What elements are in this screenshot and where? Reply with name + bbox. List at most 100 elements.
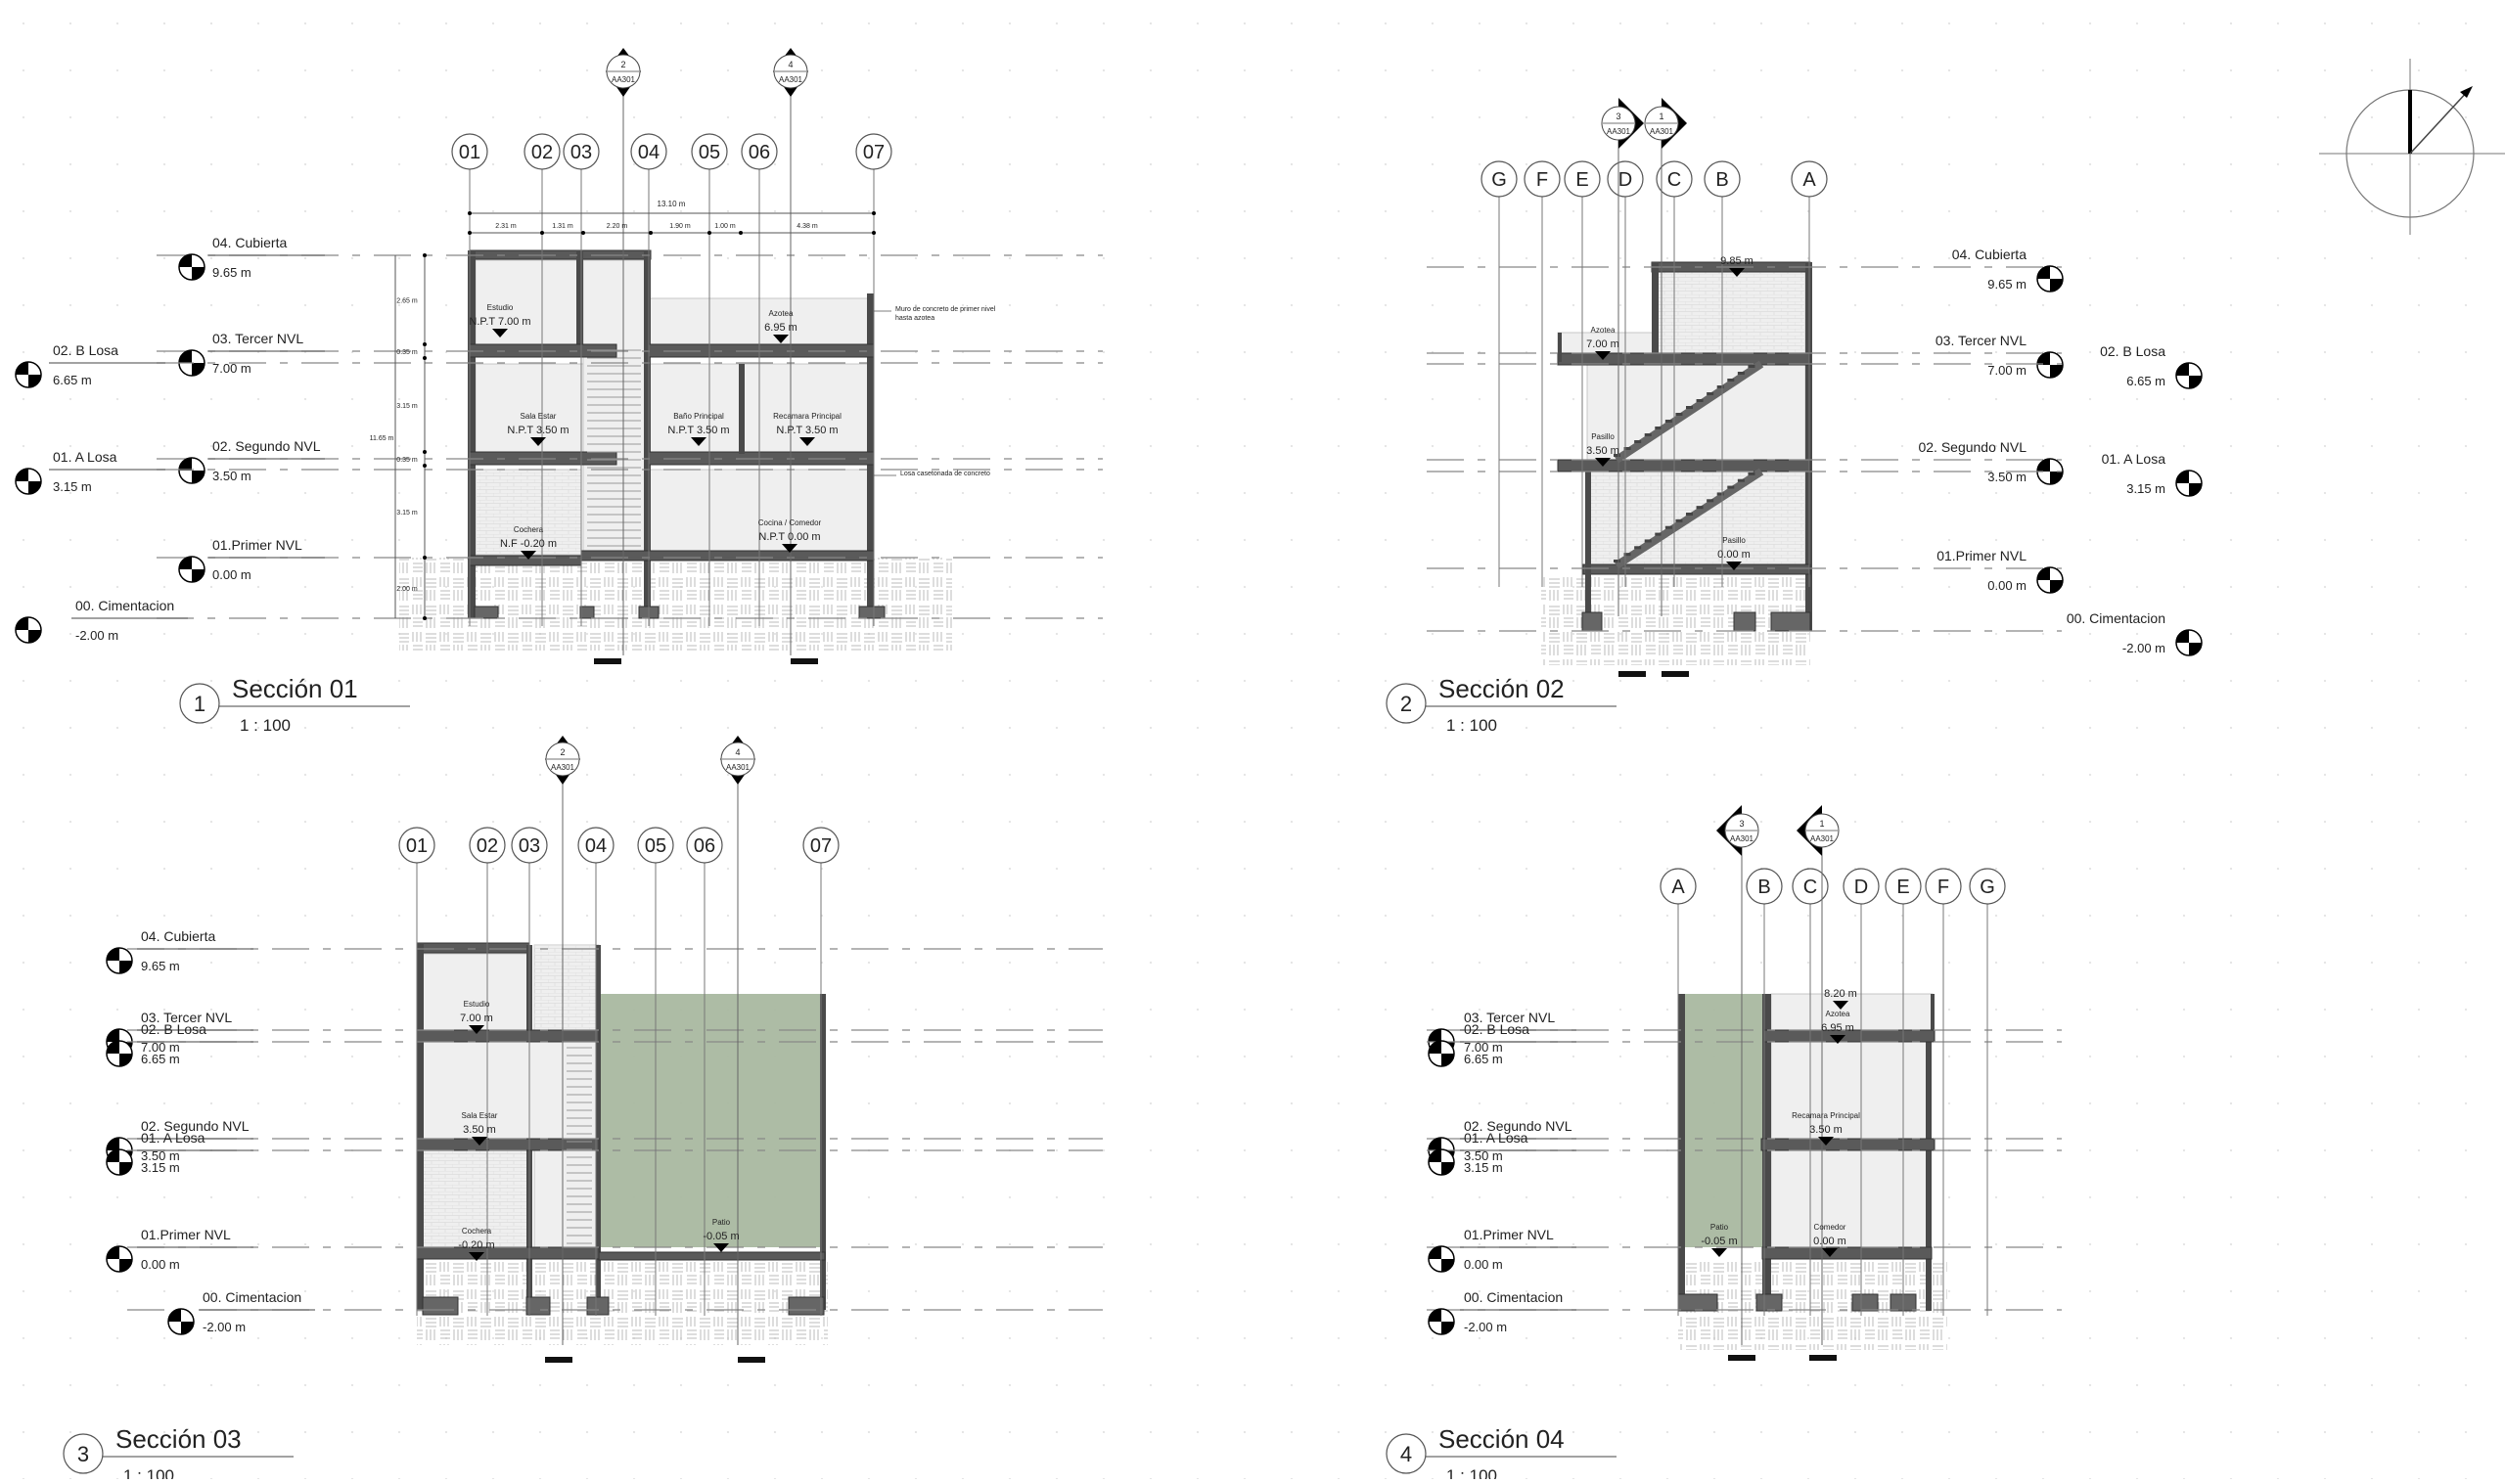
grid-bubble	[1607, 160, 1644, 198]
dimension-segment: 3.15 m	[396, 403, 418, 410]
level-elevation: -2.00 m	[75, 628, 118, 643]
grid-bubble	[630, 133, 667, 170]
level-elevation: 3.50 m	[1987, 470, 2027, 484]
dimension-segment: 1.90 m	[669, 223, 691, 230]
grid-label: 06	[749, 142, 770, 163]
level-marker-icon	[2036, 566, 2064, 594]
room-name: Recamara Principal	[773, 412, 842, 421]
floor-slab	[416, 1246, 600, 1260]
room-name: Sala Estar	[462, 1111, 498, 1120]
grid-bubble	[524, 133, 561, 170]
level-marker-icon	[2036, 458, 2064, 485]
section-line-end	[791, 658, 818, 664]
dimension-segment: 2.20 m	[607, 223, 628, 230]
room-name: Estudio	[464, 1000, 490, 1009]
level-elevation: 3.15 m	[53, 479, 92, 494]
level-name: 02. Segundo NVL	[141, 1118, 250, 1134]
elevation-marker-icon	[782, 544, 797, 553]
grid-bubble	[1480, 160, 1518, 198]
level-00-cimentacion: 00. Cimentacion-2.00 m	[15, 598, 1103, 644]
room-elevation: -0.05 m	[1701, 1236, 1737, 1247]
view-scale: 1 : 100	[123, 1466, 174, 1479]
level-marker-icon	[15, 361, 42, 388]
room-space	[533, 1149, 600, 1248]
grid-label: 03	[570, 142, 592, 163]
grid-bubble	[451, 133, 488, 170]
view-title-text: Sección 03	[115, 1424, 242, 1454]
grid-line-e: E	[1564, 160, 1601, 587]
floor-slab	[1557, 459, 1811, 472]
room-tag: Patio -0.05 m	[1701, 1223, 1738, 1257]
level-name: 02. Segundo NVL	[1918, 439, 2027, 455]
room-name: Azotea	[1826, 1010, 1850, 1018]
level-elevation: -2.00 m	[1464, 1320, 1507, 1334]
grid-label: 07	[863, 142, 885, 163]
level-elevation: 3.15 m	[2126, 481, 2165, 496]
grid-bubble	[1792, 868, 1829, 905]
grid-bubble	[1656, 160, 1693, 198]
room-name: Pasillo	[1591, 432, 1615, 441]
dimension-segment: 0.35 m	[396, 349, 418, 356]
grid-line-g: G	[1480, 160, 1518, 587]
grid-bubble	[1660, 868, 1697, 905]
room-elevation: 6.95 m	[764, 322, 797, 334]
grid-line-02: 02	[524, 133, 561, 626]
level-name: 01. A Losa	[53, 449, 117, 465]
grid-line-05: 05	[691, 133, 728, 626]
elevation-marker-icon	[1818, 1137, 1834, 1146]
level-elevation: 9.65 m	[212, 265, 251, 280]
level-elevation: 0.00 m	[1464, 1257, 1503, 1272]
floor-slab	[1760, 1138, 1936, 1151]
room-name: Patio	[1710, 1223, 1729, 1232]
floor-slab	[580, 550, 875, 562]
room-tag: Estudio 7.00 m	[460, 1000, 493, 1034]
annotation-note: Muro de concreto de primer nivel hasta a…	[874, 306, 995, 322]
room-name: Cochera	[462, 1227, 492, 1236]
level-01-a-losa: 01. A Losa 3.15 m	[15, 449, 1103, 495]
view-title-text: Sección 04	[1438, 1424, 1565, 1454]
grid-bubble	[802, 827, 840, 864]
view-number-bubble	[1386, 1433, 1427, 1474]
room-elevation: 7.00 m	[460, 1012, 493, 1024]
level-name: 01.Primer NVL	[141, 1227, 231, 1242]
grid-bubble	[1791, 160, 1828, 198]
grid-label: 02	[477, 835, 498, 857]
patio-space	[599, 994, 825, 1247]
level-elevation: 0.00 m	[1987, 578, 2027, 593]
footing	[474, 606, 499, 619]
cut-number: 4	[735, 747, 740, 757]
footing	[579, 606, 595, 619]
level-marker-icon	[2175, 362, 2203, 389]
room-space	[1586, 363, 1806, 461]
grid-label: F	[1536, 169, 1548, 191]
grid-line-a: A	[1660, 868, 1697, 1316]
view-number: 3	[77, 1442, 89, 1466]
cut-sheet: AA301	[551, 763, 575, 772]
level-marker-icon	[2036, 351, 2064, 379]
grid-bubble	[1564, 160, 1601, 198]
building-section	[416, 942, 826, 1316]
elevation-marker-icon	[713, 1243, 729, 1252]
wall	[820, 994, 826, 1310]
